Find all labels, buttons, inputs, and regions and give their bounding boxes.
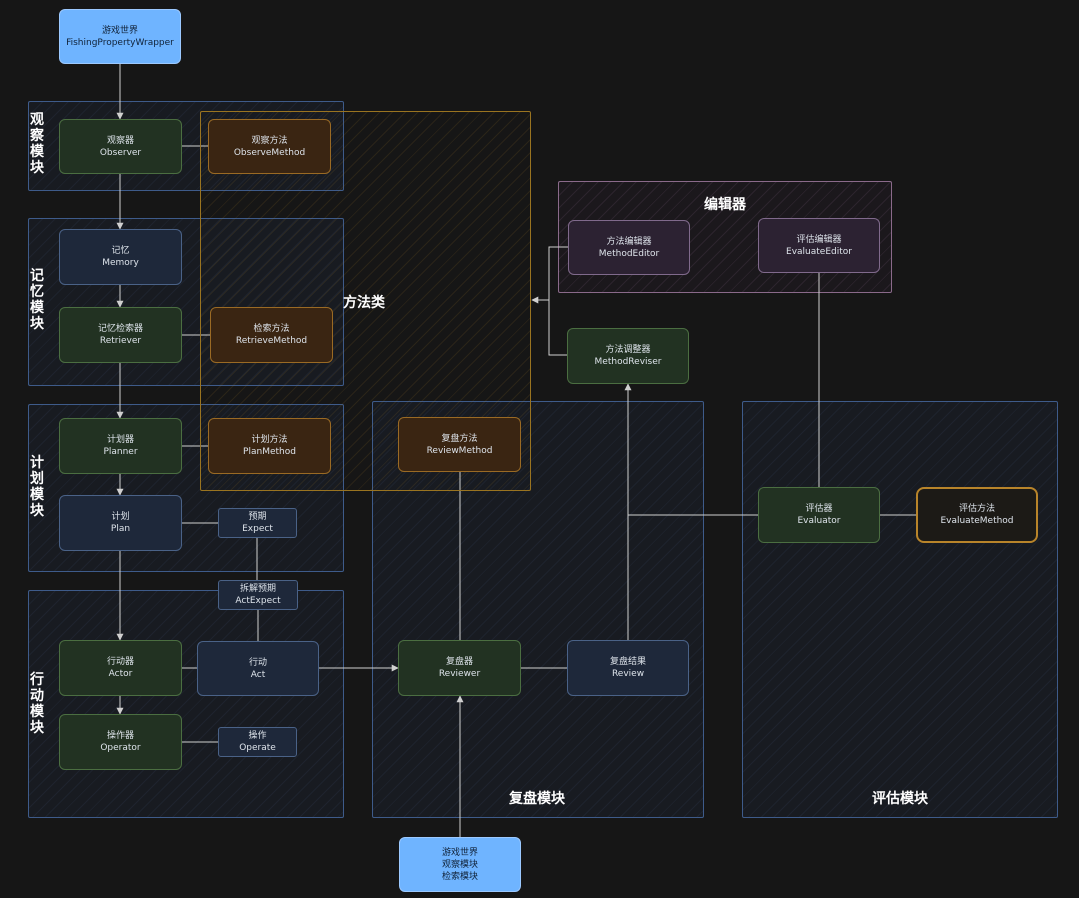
- method-editor-node[interactable]: 方法编辑器 MethodEditor: [568, 220, 690, 275]
- act-expect-node[interactable]: 拆解预期 ActExpect: [218, 580, 298, 610]
- observer-title: 观察器: [106, 135, 134, 146]
- act-module-group: [28, 590, 344, 818]
- actor-title: 行动器: [106, 657, 134, 667]
- review-node[interactable]: 复盘结果 Review: [567, 640, 689, 696]
- retriever-title: 记忆检索器: [97, 324, 143, 334]
- game-world-top-title: 游戏世界: [101, 25, 138, 36]
- plan-method-subtitle: PlanMethod: [243, 447, 296, 457]
- operate-title: 操作: [248, 731, 267, 741]
- observer-subtitle: Observer: [99, 147, 142, 158]
- method-editor-subtitle: MethodEditor: [598, 248, 660, 259]
- memory-module-label: 记忆模块: [30, 268, 44, 332]
- method-editor-title: 方法编辑器: [606, 236, 652, 247]
- evaluate-method-node[interactable]: 评估方法 EvaluateMethod: [916, 487, 1038, 543]
- method-reviser-title: 方法调整器: [605, 345, 651, 355]
- actor-subtitle: Actor: [108, 669, 133, 679]
- observe-method-node[interactable]: 观察方法 ObserveMethod: [208, 119, 331, 174]
- retrieve-method-node[interactable]: 检索方法 RetrieveMethod: [210, 307, 333, 363]
- evaluate-module-group: [742, 401, 1058, 818]
- review-method-subtitle: ReviewMethod: [426, 445, 493, 456]
- retriever-subtitle: Retriever: [99, 336, 142, 346]
- act-subtitle: Act: [250, 669, 266, 680]
- observe-method-title: 观察方法: [251, 135, 288, 146]
- expect-subtitle: Expect: [242, 524, 273, 534]
- plan-title: 计划: [111, 512, 130, 522]
- observe-module-label: 观察模块: [30, 112, 44, 176]
- evaluate-editor-node[interactable]: 评估编辑器 EvaluateEditor: [758, 218, 880, 273]
- review-module-title: 复盘模块: [509, 791, 565, 807]
- expect-node[interactable]: 预期 Expect: [218, 508, 297, 538]
- review-method-node[interactable]: 复盘方法 ReviewMethod: [398, 417, 521, 472]
- evaluate-module-title: 评估模块: [872, 791, 928, 807]
- game-world-top-subtitle: FishingPropertyWrapper: [66, 37, 174, 48]
- retrieve-method-title: 检索方法: [253, 324, 290, 334]
- method-reviser-subtitle: MethodReviser: [594, 357, 662, 367]
- game-world-top-node[interactable]: 游戏世界 FishingPropertyWrapper: [59, 9, 181, 64]
- plan-module-label: 计划模块: [30, 455, 44, 519]
- evaluator-node[interactable]: 评估器 Evaluator: [758, 487, 880, 543]
- planner-node[interactable]: 计划器 Planner: [59, 418, 182, 474]
- retriever-node[interactable]: 记忆检索器 Retriever: [59, 307, 182, 363]
- method-reviser-node[interactable]: 方法调整器 MethodReviser: [567, 328, 689, 384]
- editors-group-title: 编辑器: [704, 197, 746, 213]
- reviewer-subtitle: Reviewer: [438, 669, 481, 679]
- game-world-bottom-line3: 检索模块: [441, 871, 478, 882]
- planner-subtitle: Planner: [103, 447, 138, 457]
- game-world-bottom-line1: 游戏世界: [441, 847, 478, 858]
- methods-group-title: 方法类: [343, 295, 385, 311]
- evaluate-editor-title: 评估编辑器: [796, 234, 842, 245]
- evaluate-editor-subtitle: EvaluateEditor: [786, 246, 852, 257]
- plan-node[interactable]: 计划 Plan: [59, 495, 182, 551]
- memory-title: 记忆: [111, 246, 130, 256]
- memory-subtitle: Memory: [102, 258, 139, 268]
- evaluate-method-subtitle: EvaluateMethod: [940, 516, 1014, 526]
- plan-subtitle: Plan: [110, 524, 131, 534]
- memory-node[interactable]: 记忆 Memory: [59, 229, 182, 285]
- actor-node[interactable]: 行动器 Actor: [59, 640, 182, 696]
- reviewer-title: 复盘器: [445, 657, 473, 667]
- reviewer-node[interactable]: 复盘器 Reviewer: [398, 640, 521, 696]
- evaluator-title: 评估器: [805, 504, 833, 514]
- operate-node[interactable]: 操作 Operate: [218, 727, 297, 757]
- expect-title: 预期: [248, 512, 267, 522]
- observe-method-subtitle: ObserveMethod: [233, 147, 306, 158]
- plan-method-title: 计划方法: [251, 435, 288, 445]
- planner-title: 计划器: [106, 435, 134, 445]
- review-method-title: 复盘方法: [441, 433, 478, 444]
- plan-method-node[interactable]: 计划方法 PlanMethod: [208, 418, 331, 474]
- act-title: 行动: [248, 657, 267, 668]
- evaluate-method-title: 评估方法: [958, 504, 995, 514]
- retrieve-method-subtitle: RetrieveMethod: [235, 336, 308, 346]
- act-expect-subtitle: ActExpect: [235, 596, 281, 606]
- review-title: 复盘结果: [609, 657, 646, 667]
- operate-subtitle: Operate: [239, 743, 276, 753]
- act-module-label: 行动模块: [30, 672, 44, 736]
- act-node[interactable]: 行动 Act: [197, 641, 319, 696]
- review-module-group: [372, 401, 704, 818]
- game-world-bottom-node[interactable]: 游戏世界 观察模块 检索模块: [399, 837, 521, 892]
- operator-subtitle: Operator: [100, 743, 141, 753]
- game-world-bottom-line2: 观察模块: [441, 859, 478, 870]
- operator-title: 操作器: [106, 731, 134, 741]
- review-subtitle: Review: [611, 669, 645, 679]
- evaluator-subtitle: Evaluator: [797, 516, 841, 526]
- act-expect-title: 拆解预期: [239, 584, 276, 594]
- operator-node[interactable]: 操作器 Operator: [59, 714, 182, 770]
- observer-node[interactable]: 观察器 Observer: [59, 119, 182, 174]
